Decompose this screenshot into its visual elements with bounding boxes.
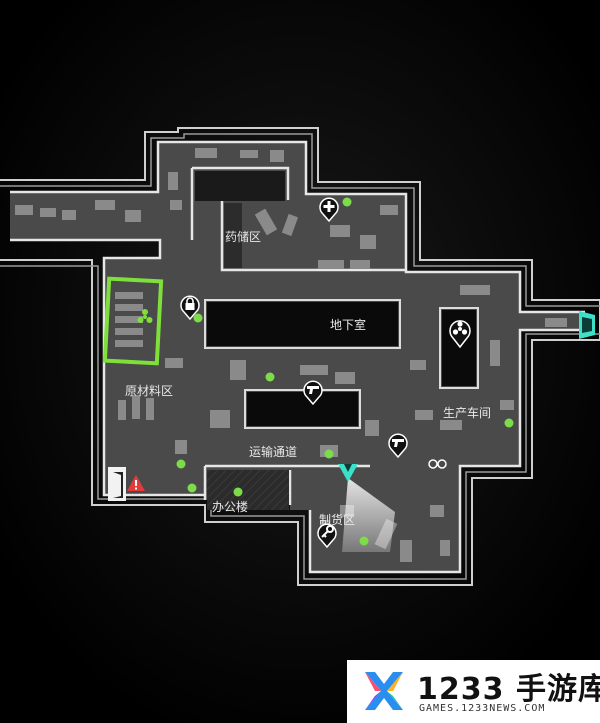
dark-rooms bbox=[195, 171, 476, 426]
brand-url: GAMES.1233NEWS.COM bbox=[419, 703, 546, 714]
loot-dots bbox=[176, 197, 514, 546]
objective-highlight-box bbox=[102, 276, 164, 366]
vision-cone bbox=[342, 478, 395, 552]
props bbox=[15, 148, 567, 562]
zone-label-delivery-zone: 制货区 bbox=[319, 513, 356, 527]
biohazard-icon bbox=[137, 309, 153, 323]
office-building-floor bbox=[207, 470, 289, 510]
brand-x-icon bbox=[365, 672, 403, 710]
zone-label-drug-storage: 药储区 bbox=[225, 230, 262, 244]
pistol-icon[interactable] bbox=[387, 432, 409, 458]
zone-label-basement: 地下室 bbox=[330, 318, 367, 332]
extraction-gate-icon[interactable] bbox=[576, 309, 598, 341]
zone-label-transport-corridor: 运输通道 bbox=[249, 445, 298, 459]
player-arrow-icon bbox=[338, 464, 358, 482]
watermark-logo: 1233 手游库 GAMES.1233NEWS.COM bbox=[347, 660, 600, 723]
medical-cross-icon[interactable] bbox=[318, 196, 340, 222]
floor-plan bbox=[10, 142, 585, 572]
outer-walls bbox=[0, 127, 600, 586]
zone-label-office-building: 办公楼 bbox=[212, 500, 249, 514]
biohazard-icon[interactable] bbox=[448, 318, 472, 348]
lock-icon[interactable] bbox=[179, 294, 201, 320]
brand-number: 1233 bbox=[417, 672, 505, 707]
warning-triangle-icon bbox=[127, 475, 145, 491]
exit-door-icon[interactable] bbox=[107, 466, 127, 502]
zone-label-production-workshop: 生产车间 bbox=[443, 406, 492, 420]
brand-text: 手游库 bbox=[515, 672, 600, 707]
key-icon[interactable] bbox=[316, 522, 338, 548]
bio-sign-icon bbox=[428, 459, 447, 469]
pistol-icon[interactable] bbox=[302, 379, 324, 405]
zone-label-raw-materials: 原材料区 bbox=[125, 384, 174, 398]
brand-name: 1233 手游库 bbox=[417, 664, 600, 708]
